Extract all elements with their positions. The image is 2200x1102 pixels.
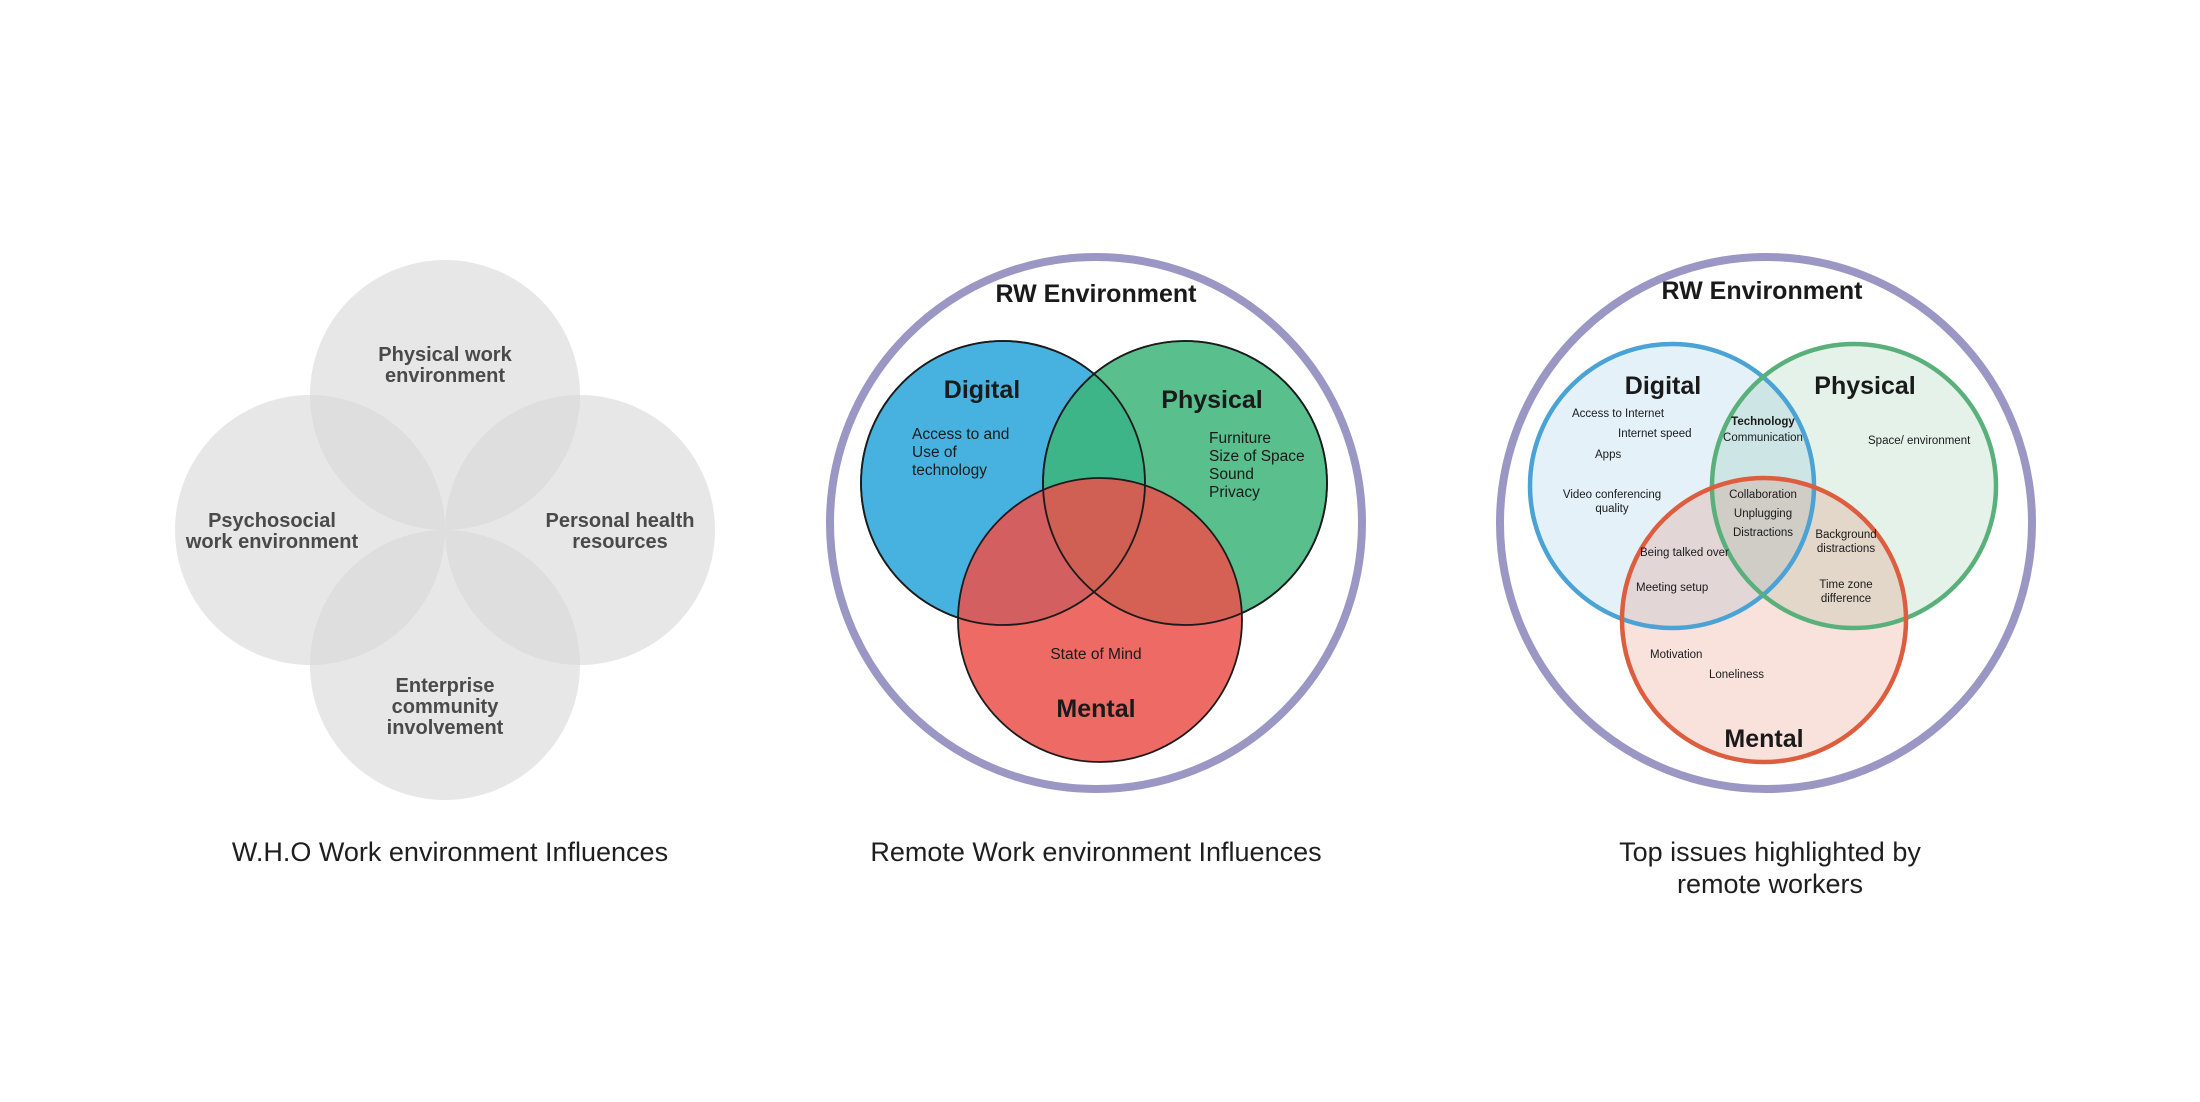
who-diagram: Physical work environment Psychosocial w… xyxy=(170,255,730,815)
issues-dm-item-1: Being talked over xyxy=(1640,547,1729,559)
issues-center-item-2: Unplugging xyxy=(1734,508,1792,520)
who-label-personal-health-2: resources xyxy=(572,531,668,553)
issues-dp-item-1: Technology xyxy=(1731,416,1795,428)
rw-digital-title: Digital xyxy=(944,376,1020,404)
rw-digital-item-3: technology xyxy=(912,462,987,479)
issues-digital-title: Digital xyxy=(1625,372,1701,400)
issues-title: RW Environment xyxy=(1662,277,1864,305)
issues-pm-item-1: Background xyxy=(1815,529,1876,541)
who-venn: Physical work environment Psychosocial w… xyxy=(175,260,715,800)
issues-circle-physical xyxy=(1712,344,1996,628)
who-label-enterprise-3: involvement xyxy=(387,717,504,739)
who-label-psychosocial-2: work environment xyxy=(185,531,359,553)
who-label-enterprise-2: community xyxy=(392,696,500,718)
issues-diagram: RW Environment Digital Access to Interne… xyxy=(1490,250,2050,810)
issues-pm-item-3: Time zone xyxy=(1819,579,1872,591)
issues-digital-item-1: Access to Internet xyxy=(1572,408,1665,420)
rw-circle-mental xyxy=(957,477,1243,763)
issues-circle-mental xyxy=(1622,478,1906,762)
issues-physical-title: Physical xyxy=(1814,372,1915,400)
rw-caption: Remote Work environment Influences xyxy=(870,837,1322,867)
rw-physical-item-2: Size of Space xyxy=(1209,448,1305,465)
issues-center-item-3: Distractions xyxy=(1733,527,1793,539)
issues-dp-item-2: Communication xyxy=(1723,432,1803,444)
issues-mental-title: Mental xyxy=(1724,725,1803,753)
issues-dm-item-2: Meeting setup xyxy=(1636,582,1708,594)
issues-digital-item-5: quality xyxy=(1595,503,1628,515)
rw-ring xyxy=(826,253,1366,793)
issues-venn: RW Environment Digital Access to Interne… xyxy=(1496,253,2036,793)
who-label-physical-2: environment xyxy=(385,365,505,387)
rw-mental-title: Mental xyxy=(1056,695,1135,723)
rw-physical-item-4: Privacy xyxy=(1209,484,1260,501)
rw-digital-item-1: Access to and xyxy=(912,426,1009,443)
rw-mental-item-1: State of Mind xyxy=(1050,646,1141,663)
issues-mental-item-1: Motivation xyxy=(1650,649,1702,661)
rw-title: RW Environment xyxy=(996,280,1198,308)
issues-pm-item-2: distractions xyxy=(1817,543,1875,555)
issues-ring xyxy=(1496,253,2036,793)
issues-digital-item-4: Video conferencing xyxy=(1563,489,1661,501)
issues-digital-item-2: Internet speed xyxy=(1618,428,1692,440)
who-label-psychosocial-1: Psychosocial xyxy=(208,510,336,532)
issues-physical-item-1: Space/ environment xyxy=(1868,435,1971,447)
issues-pm-item-4: difference xyxy=(1821,593,1871,605)
issues-circle-digital xyxy=(1530,344,1814,628)
rw-digital-item-2: Use of xyxy=(912,444,957,461)
rw-physical-item-1: Furniture xyxy=(1209,430,1271,447)
rw-diagram: RW Environment Digital Access to and Use… xyxy=(820,250,1380,810)
issues-mental-item-2: Loneliness xyxy=(1709,669,1764,681)
who-circle-enterprise xyxy=(310,530,580,800)
who-label-physical-1: Physical work xyxy=(378,344,512,366)
rw-physical-title: Physical xyxy=(1161,386,1262,414)
issues-digital-item-3: Apps xyxy=(1595,449,1621,461)
who-label-personal-health-1: Personal health xyxy=(546,510,695,532)
issues-caption: Top issues highlighted by remote workers xyxy=(1619,837,1921,900)
rw-venn: RW Environment Digital Access to and Use… xyxy=(826,253,1366,793)
who-label-enterprise-1: Enterprise xyxy=(396,675,495,697)
issues-center-item-1: Collaboration xyxy=(1729,489,1797,501)
rw-physical-item-3: Sound xyxy=(1209,466,1254,483)
who-caption: W.H.O Work environment Influences xyxy=(231,837,669,867)
